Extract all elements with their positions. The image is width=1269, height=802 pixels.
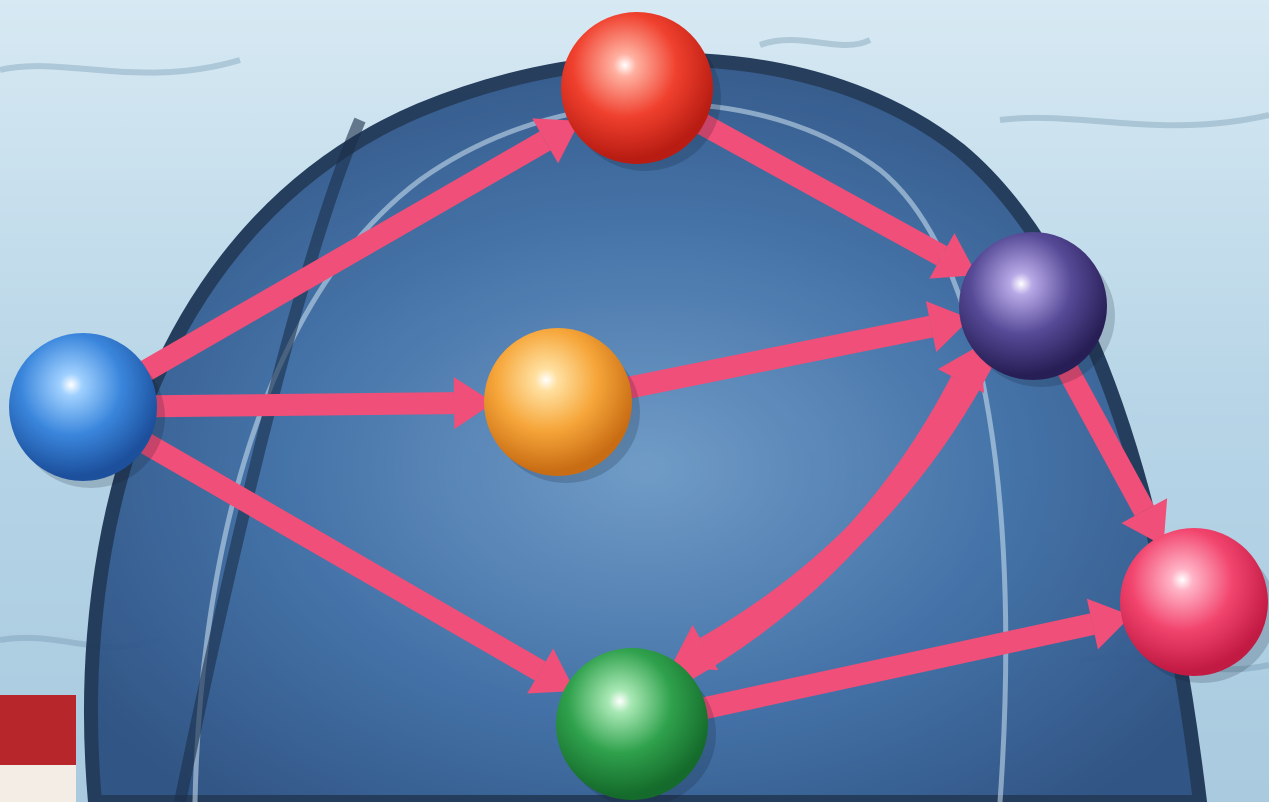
sphere-body xyxy=(1120,528,1268,676)
sphere-body xyxy=(9,333,157,481)
edge-shaft xyxy=(151,403,454,406)
sphere-body xyxy=(484,328,632,476)
sphere-body xyxy=(561,12,713,164)
corner-tag xyxy=(0,695,76,802)
sphere-body xyxy=(959,232,1107,380)
sphere-body xyxy=(556,648,708,800)
